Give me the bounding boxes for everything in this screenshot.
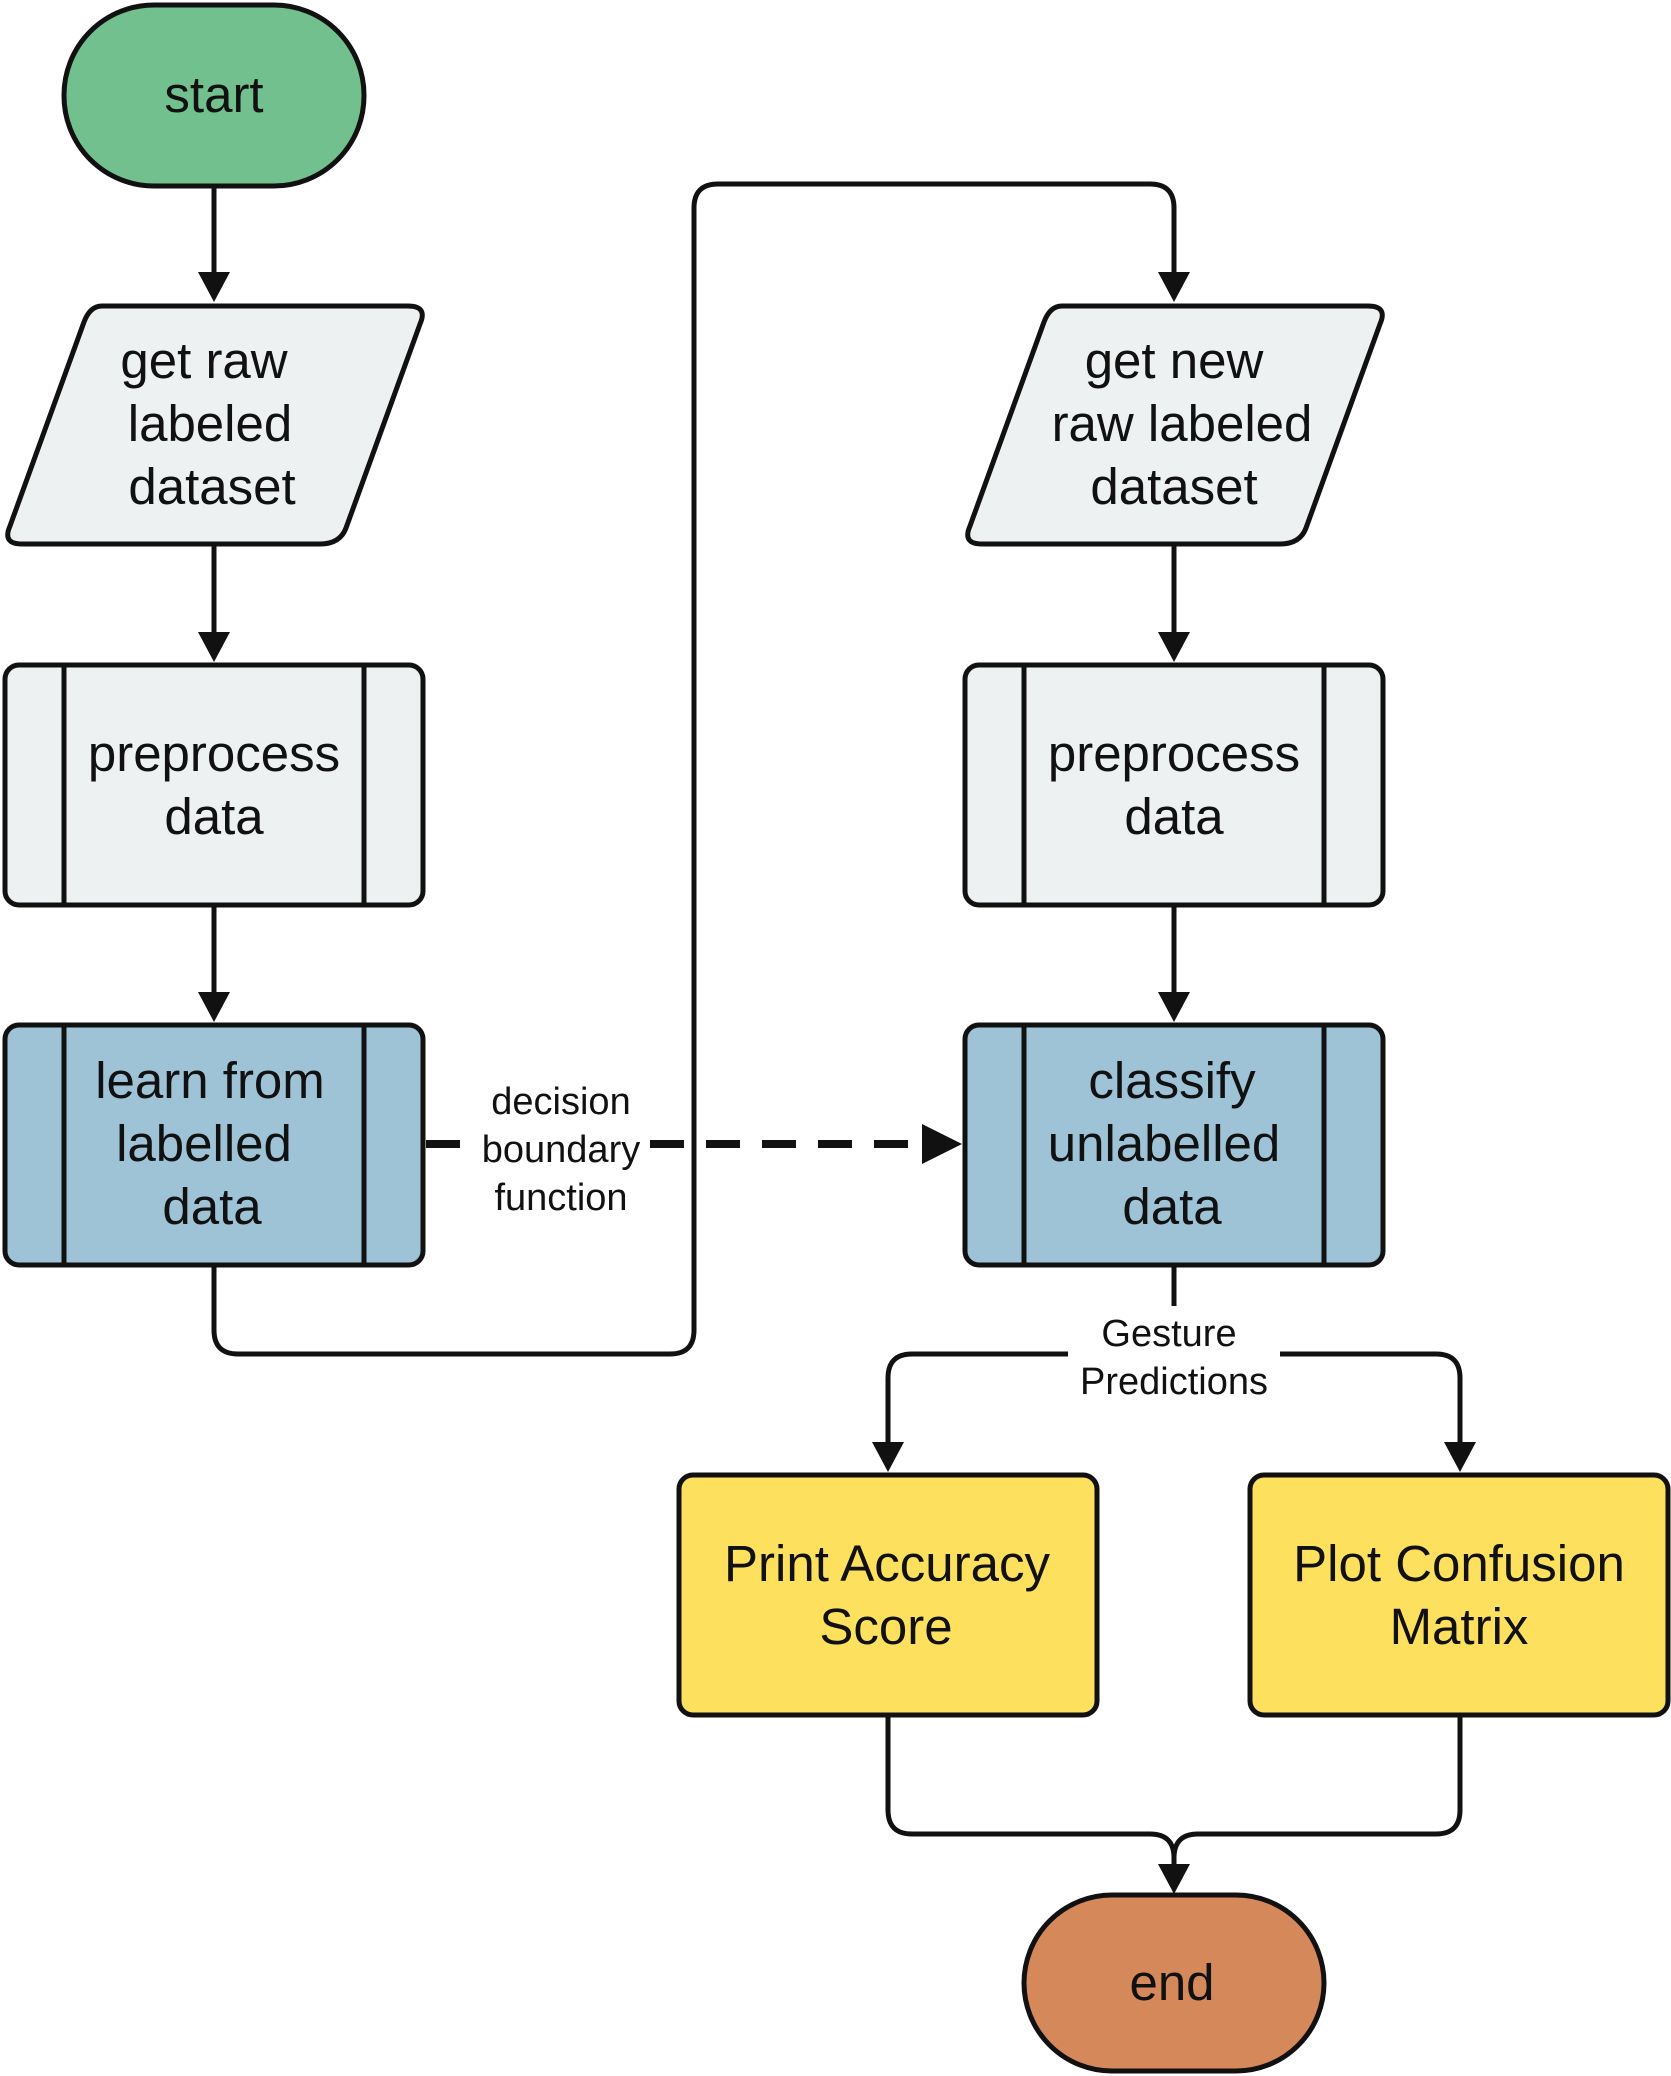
edge-label-decision-boundary: decision boundary function [468,1080,646,1219]
node-label-line: dataset [1090,458,1257,515]
node-label-line: raw labeled [1052,395,1313,452]
edge-label-line: Gesture [1101,1313,1236,1355]
arrowhead [198,632,230,662]
edge-label-line: function [494,1177,627,1219]
connectors [198,181,1476,1894]
node-start: start [61,2,367,189]
node-label-line: labelled [116,1115,292,1172]
node-print-accuracy-score: Print Accuracy Score [676,1472,1100,1718]
node-label-line: dataset [128,458,295,515]
terminal-shape [61,2,367,189]
node-get-new-raw-labeled-dataset: get new raw labeled dataset [965,303,1385,547]
edge-split-to-plot [1280,1351,1463,1446]
node-label-line: unlabelled [1048,1115,1281,1172]
arrowhead [1158,272,1190,302]
node-label-line: end [1129,1954,1214,2011]
process-shape [2,662,426,908]
arrowhead [922,1124,962,1164]
node-label-line: preprocess [1048,725,1300,782]
node-label-line: data [1124,788,1224,845]
node-label-line: start [164,66,263,123]
arrowhead [1158,1864,1190,1894]
edge-label-gesture-predictions: Gesture Predictions [1068,1306,1280,1404]
node-learn-from-labelled-data: learn from labelled data [2,1022,426,1268]
arrowhead [198,992,230,1022]
node-preprocess-data-left: preprocess data [2,662,426,908]
output-shape [1247,1472,1671,1718]
io-shape [965,303,1385,547]
edge-split-to-print [885,1351,1068,1446]
io-shape [5,303,425,547]
node-label-line: data [1122,1178,1222,1235]
process-shape [962,1022,1386,1268]
process-shape [2,1022,426,1268]
node-label-line: Score [819,1598,952,1655]
node-label-line: labeled [128,395,292,452]
node-label-line: Plot Confusion [1293,1535,1625,1592]
node-label-line: Print Accuracy [724,1535,1050,1592]
node-label-line: classify [1088,1052,1256,1109]
node-end: end [1021,1892,1327,2074]
edge-label-background [1068,1306,1280,1404]
node-plot-confusion-matrix: Plot Confusion Matrix [1247,1472,1671,1718]
process-shape [962,662,1386,908]
node-get-raw-labeled-dataset: get raw labeled dataset [5,303,425,547]
arrowhead [1158,992,1190,1022]
node-label-line: data [164,788,264,845]
edge-plot-to-end [1171,1715,1463,1868]
edge-print-to-end [885,1715,1177,1868]
edge-label-line: boundary [482,1129,640,1171]
arrowhead [1158,632,1190,662]
edge-learn-to-get-new [211,181,1177,1357]
output-shape [676,1472,1100,1718]
arrowhead [198,272,230,302]
node-label-line: Matrix [1390,1598,1529,1655]
node-classify-unlabelled-data: classify unlabelled data [962,1022,1386,1268]
terminal-shape [1021,1892,1327,2074]
node-label-line: preprocess [88,725,340,782]
node-label-line: get new [1085,332,1264,389]
edge-label-line: decision [491,1081,630,1123]
edge-label-background [468,1080,646,1212]
arrowhead [1444,1442,1476,1472]
node-label-line: data [162,1178,262,1235]
node-label-line: get raw [120,332,287,389]
node-label-line: learn from [95,1052,325,1109]
arrowhead [872,1442,904,1472]
node-preprocess-data-right: preprocess data [962,662,1386,908]
edge-label-line: Predictions [1080,1361,1268,1403]
